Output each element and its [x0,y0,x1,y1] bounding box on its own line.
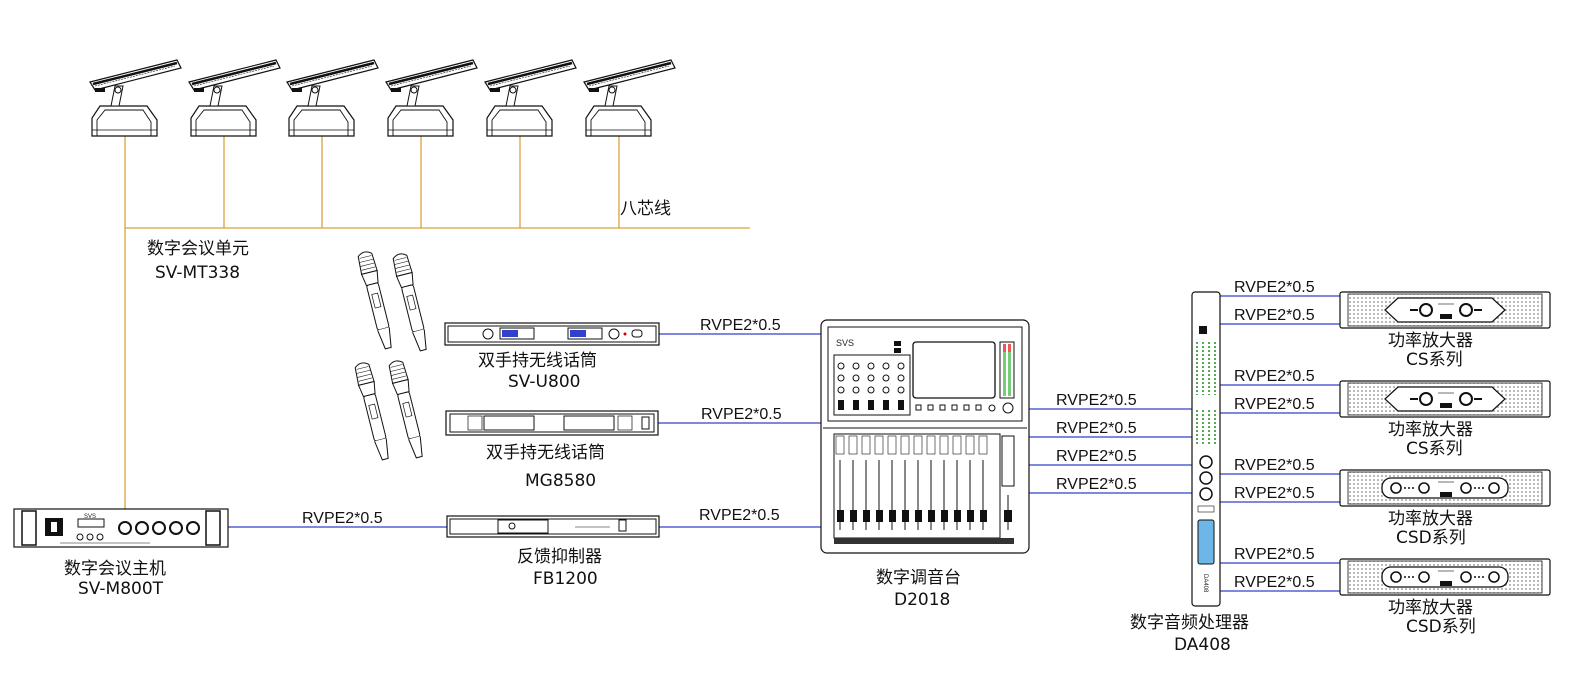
dsp-model-vertical: DA408 [1202,574,1208,593]
conference-unit [582,58,677,138]
amp-2-series: CS系列 [1406,439,1463,459]
audio-wires [228,295,1340,592]
handheld-mic [391,251,432,353]
wireless-mics-pair-2 [353,358,428,462]
power-amplifier-2 [1339,380,1551,418]
wireless-1-name: 双手持无线话筒 [478,351,597,371]
amp-1-name: 功率放大器 [1388,331,1473,351]
cable-label: RVPE2*0.5 [1234,396,1315,413]
power-amplifier-4 [1339,558,1551,596]
cable-label: RVPE2*0.5 [1234,485,1315,502]
host-brand: SVS [84,514,96,520]
amp-4-name: 功率放大器 [1388,598,1473,618]
cable-label: RVPE2*0.5 [1234,546,1315,563]
conference-unit [285,58,380,138]
feedback-suppressor [446,515,660,538]
cable-label: RVPE2*0.5 [699,507,780,524]
cable-label: RVPE2*0.5 [1234,279,1315,296]
digital-mixer: SVS [820,319,1030,554]
audio-processor: DA408 [1191,291,1221,607]
conference-host: SVS [13,508,229,548]
bus-label: 八芯线 [620,199,671,219]
amp-3-name: 功率放大器 [1388,509,1473,529]
cable-label: RVPE2*0.5 [1056,476,1137,493]
mixer-brand: SVS [836,338,854,348]
power-amplifier-1 [1339,291,1551,329]
cable-label: RVPE2*0.5 [302,510,383,527]
conference-unit [384,58,479,138]
cable-labels: RVPE2*0.5 RVPE2*0.5 RVPE2*0.5 RVPE2*0.5 … [302,279,1315,591]
wireless-receiver-2 [445,410,659,436]
cable-label: RVPE2*0.5 [700,317,781,334]
cable-label: RVPE2*0.5 [701,406,782,423]
power-amplifier-3 [1339,469,1551,507]
cable-label: RVPE2*0.5 [1234,368,1315,385]
cable-label: RVPE2*0.5 [1234,574,1315,591]
handheld-mic [353,360,394,462]
cable-label: RVPE2*0.5 [1056,448,1137,465]
amp-3-series: CSD系列 [1396,528,1466,548]
host-model: SV-M800T [78,579,164,599]
dsp-model: DA408 [1174,635,1231,655]
conference-unit [88,58,183,138]
handheld-mic [356,249,397,351]
wireless-mics-pair-1 [356,249,432,353]
wireless-2-name: 双手持无线话筒 [486,443,605,463]
cable-label: RVPE2*0.5 [1234,457,1315,474]
wireless-2-model: MG8580 [525,471,596,491]
mixer-top-knobs [837,362,905,410]
conference-unit [187,58,282,138]
amp-1-series: CS系列 [1406,350,1463,370]
mixer-name: 数字调音台 [876,568,961,588]
handheld-mic [387,358,428,460]
cable-label: RVPE2*0.5 [1234,307,1315,324]
conference-unit [483,58,578,138]
feedback-name: 反馈抑制器 [517,547,602,567]
eight-core-bus [124,136,750,510]
amp-2-name: 功率放大器 [1388,420,1473,440]
mixer-model: D2018 [894,590,950,610]
dsp-name: 数字音频处理器 [1130,613,1249,633]
conference-unit-name: 数字会议单元 [147,239,249,259]
cable-label: RVPE2*0.5 [1056,420,1137,437]
cable-label: RVPE2*0.5 [1056,392,1137,409]
conference-unit-model: SV-MT338 [155,263,240,283]
wireless-receiver-1 [444,322,660,346]
feedback-model: FB1200 [533,569,598,589]
host-name: 数字会议主机 [64,559,166,579]
wireless-1-model: SV-U800 [508,372,580,392]
dsp-level-meters [1196,342,1216,446]
conference-units [88,58,677,138]
amp-4-series: CSD系列 [1406,617,1476,637]
mixer-faders [833,433,1015,539]
